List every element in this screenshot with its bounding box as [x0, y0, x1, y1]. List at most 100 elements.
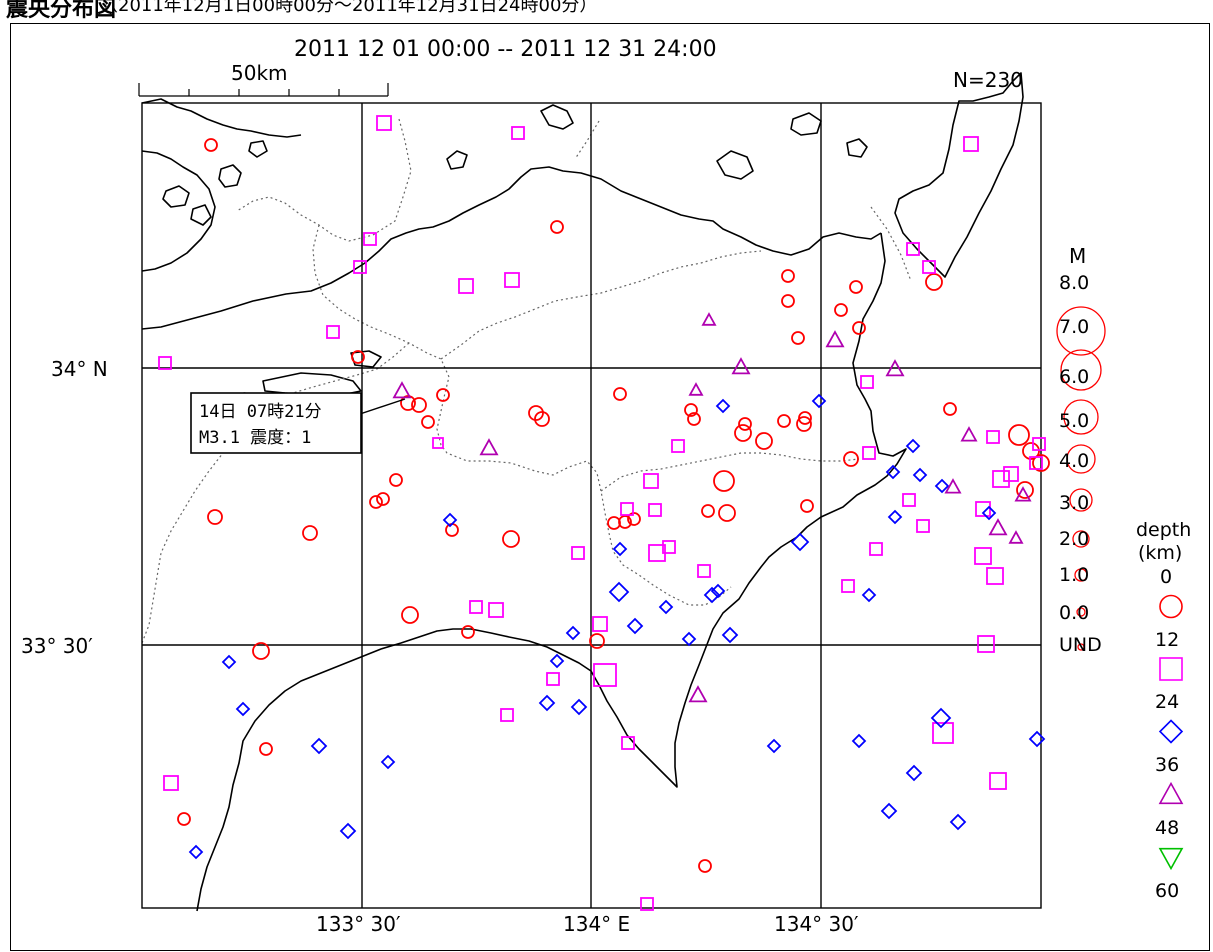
magnitude-legend-symbol [1072, 530, 1090, 548]
epicenter-diamond [658, 599, 674, 615]
epicenter-circle [1032, 454, 1050, 472]
epicenter-circle [834, 303, 848, 317]
epicenter-diamond [703, 586, 721, 604]
epicenter-square [158, 356, 172, 370]
epicenter-circle [252, 642, 270, 660]
lon-label-133-30: 133° 30′ [316, 912, 401, 936]
epicenter-square [504, 272, 520, 288]
epicenter-diamond [790, 532, 810, 552]
epicenter-square [977, 635, 995, 653]
epicenter-square [620, 502, 634, 516]
magnitude-legend-symbol [1077, 643, 1085, 651]
epicenter-circle [943, 402, 957, 416]
epicenter-diamond [235, 701, 251, 717]
epicenter-square [592, 616, 608, 632]
epicenter-circle [698, 859, 712, 873]
magnitude-legend-label: 8.0 [1059, 272, 1089, 294]
epicenter-circle [302, 525, 318, 541]
magnitude-legend-symbol [1074, 568, 1088, 582]
epicenter-circle [401, 606, 419, 624]
epicenter-triangle [479, 438, 499, 456]
epicenter-diamond [339, 822, 357, 840]
map-frame: 2011 12 01 00:00 -- 2011 12 31 24:00 N=2… [10, 23, 1210, 951]
depth-legend-symbol [1159, 657, 1183, 681]
epicenter-circle [445, 523, 459, 537]
epicenter-square [1003, 466, 1019, 482]
magnitude-legend-label: 5.0 [1059, 410, 1089, 432]
epicenter-square [469, 600, 483, 614]
epicenter-diamond [949, 813, 967, 831]
magnitude-legend-label: UND [1059, 634, 1102, 656]
epicenter-square [458, 278, 474, 294]
epicenter-circle [849, 280, 863, 294]
epicenter-square [363, 232, 377, 246]
epicenter-circle [1008, 424, 1030, 446]
scale-bar [138, 83, 389, 97]
map-period: （2011年12月1日00時00分～2011年12月31日24時00分） [100, 0, 598, 16]
epicenter-diamond [221, 654, 237, 670]
epicenter-square [648, 503, 662, 517]
epicenter-square [906, 242, 920, 256]
epicenter-diamond [715, 398, 731, 414]
epicenter-circle [781, 294, 795, 308]
epicenter-diamond [1028, 730, 1046, 748]
depth-legend-unit: (km) [1138, 542, 1182, 564]
epicenter-diamond [880, 802, 898, 820]
epicenter-triangle [885, 359, 905, 377]
epicenter-square [571, 546, 585, 560]
epicenter-circle [791, 331, 805, 345]
epicenter-circle [798, 411, 812, 425]
epicenter-triangle [825, 330, 845, 348]
epicenter-triangle [960, 426, 978, 442]
epicenter-diamond [565, 625, 581, 641]
magnitude-legend-label: 4.0 [1059, 450, 1089, 472]
magnitude-legend-symbol [1056, 306, 1106, 356]
epicenter-diamond [981, 505, 997, 521]
epicenter-circle [204, 138, 218, 152]
epicenter-triangle [392, 381, 412, 399]
epicenter-circle [1016, 481, 1034, 499]
lon-label-134e: 134° E [563, 912, 630, 936]
epicenter-circle [351, 350, 365, 364]
epicenter-square [986, 567, 1004, 585]
epicenter-map[interactable]: 2011 12 01 00:00 -- 2011 12 31 24:00 N=2… [11, 24, 1210, 951]
epicenter-square [989, 772, 1007, 790]
epicenter-square [593, 663, 617, 687]
magnitude-legend-symbol [1060, 349, 1102, 391]
magnitude-legend-label: 6.0 [1059, 366, 1089, 388]
epicenter-diamond [930, 707, 952, 729]
epicenter-diamond [861, 587, 877, 603]
epicenter-circle [701, 504, 715, 518]
depth-legend-symbol [1159, 594, 1183, 619]
epicenter-square [986, 430, 1000, 444]
lon-label-134-30: 134° 30′ [774, 912, 859, 936]
epicenter-diamond [442, 512, 458, 528]
epicenter-diamond [380, 754, 396, 770]
epicenter-circle [421, 415, 435, 429]
depth-legend-label: 60 [1155, 880, 1179, 902]
depth-legend-label: 48 [1155, 817, 1179, 839]
depth-legend-label: 12 [1155, 629, 1179, 651]
magnitude-legend-label: 1.0 [1059, 564, 1089, 586]
epicenter-square [922, 260, 936, 274]
prefecture-borders [141, 118, 912, 644]
epicenter-square [860, 375, 874, 389]
coastline [141, 72, 1024, 912]
epicenter-circle [259, 742, 273, 756]
epicenter-square [869, 542, 883, 556]
epicenter-diamond [934, 478, 950, 494]
epicenter-diamond [310, 737, 328, 755]
epicenter-square [862, 446, 876, 460]
epicenter-square [326, 325, 340, 339]
epicenter-triangle [731, 357, 751, 375]
magnitude-legend-symbol [1066, 444, 1096, 474]
epicenter-square [643, 473, 659, 489]
epicenter-diamond [612, 541, 628, 557]
epicenter-circle [177, 812, 191, 826]
epicenter-diamond [549, 653, 565, 669]
epicenter-circle [207, 509, 223, 525]
epicenter-circle [607, 516, 621, 530]
epicenter-circle [411, 397, 427, 413]
event-callout[interactable]: 14日 07時21分 M3.1 震度：1 [190, 392, 406, 454]
epicenter-diamond [538, 694, 556, 712]
